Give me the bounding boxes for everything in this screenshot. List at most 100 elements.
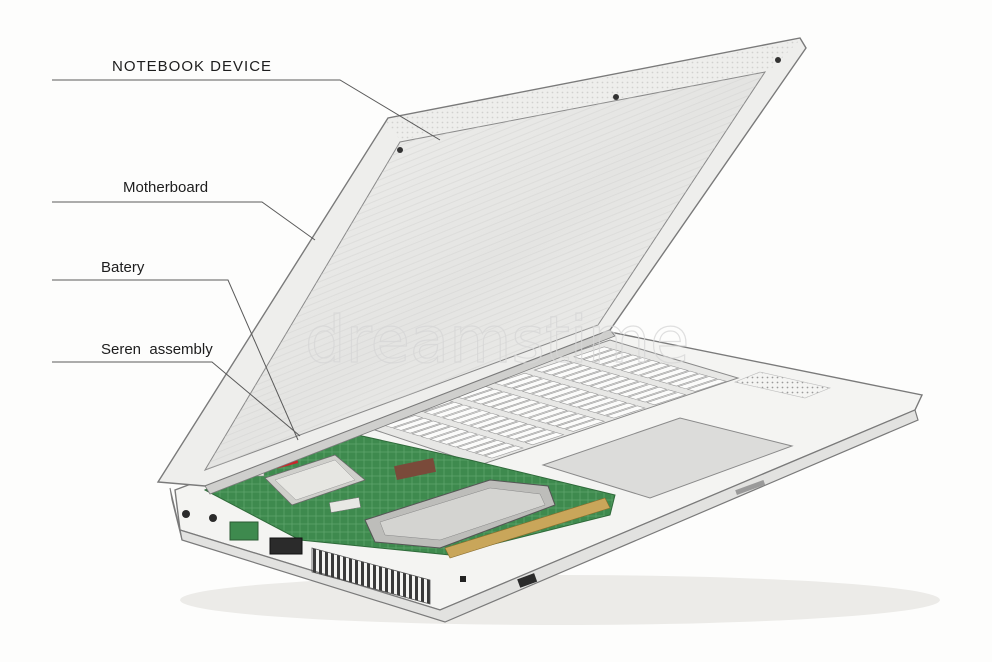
motherboard — [203, 429, 616, 559]
keyboard-key — [456, 437, 497, 451]
keyboard-key — [411, 423, 451, 437]
keyboard-key — [558, 391, 599, 405]
keyboard-key — [469, 415, 510, 429]
status-led — [460, 576, 466, 582]
keyboard-key — [617, 384, 659, 397]
keyboard-key — [530, 383, 571, 397]
keyboard-key — [472, 391, 513, 405]
keyboard-key — [577, 397, 618, 411]
keyboard-key — [533, 359, 574, 373]
keyboard-key — [451, 410, 491, 424]
keyboard-key — [561, 367, 602, 381]
keyboard-key — [465, 439, 506, 453]
keyboard-key — [636, 389, 678, 403]
keyboard-key — [491, 396, 531, 410]
keyboard-key — [573, 346, 613, 360]
keyboard-key — [401, 420, 442, 434]
keyboard-key — [429, 428, 469, 442]
keyboard-key — [383, 415, 424, 428]
keyboard-key — [629, 362, 670, 376]
mic-jack — [209, 514, 217, 522]
cooling-vent — [311, 547, 431, 605]
keyboard-key — [432, 404, 473, 418]
webcam-icon — [613, 94, 619, 100]
keyboard-key — [392, 417, 433, 431]
keyboard-key — [580, 373, 621, 387]
keyboard-key — [677, 376, 718, 390]
card-slot — [735, 479, 766, 495]
keyboard-key — [512, 378, 553, 392]
keyboard-key — [601, 354, 642, 368]
keyboard-key — [552, 365, 592, 378]
usb-port — [517, 573, 538, 588]
keyboard-key — [646, 392, 687, 406]
keyboard-key — [542, 362, 583, 376]
keyboard-key — [478, 418, 519, 432]
touchpad — [541, 417, 794, 499]
keyboard-key — [524, 432, 565, 446]
keyboard-key — [592, 351, 632, 365]
keyboard-key — [667, 373, 709, 387]
keyboard-key — [515, 429, 556, 443]
keyboard-key — [570, 370, 611, 384]
keyboard-key — [686, 378, 728, 392]
keyboard-key — [540, 386, 581, 400]
front-ports — [182, 479, 766, 605]
keyboard-key — [599, 378, 640, 392]
leader-screen — [52, 361, 301, 437]
ground-shadow — [180, 575, 940, 625]
keyboard-key — [496, 423, 537, 437]
keyboard-key — [493, 372, 534, 386]
keyboard-key — [586, 400, 628, 413]
keyboard-key — [527, 407, 568, 421]
keyboard-key — [648, 368, 690, 381]
keyboard-key — [500, 399, 541, 413]
keyboard-key — [509, 402, 550, 416]
audio-jack — [182, 510, 190, 518]
keyboard-key — [620, 360, 661, 373]
keyboard-key — [518, 405, 559, 419]
keyboard-key — [589, 375, 630, 389]
leader-notebook — [52, 79, 441, 141]
keyboard-key — [441, 407, 482, 421]
keyboard-key — [521, 381, 562, 394]
leader-motherboard — [52, 201, 316, 241]
keyboard-key — [481, 394, 522, 408]
keyboard-key — [483, 445, 524, 459]
keyboard-key — [537, 410, 578, 424]
keyboard-key — [564, 418, 606, 432]
speaker-grill — [733, 371, 832, 399]
label-notebook-device: NOTEBOOK DEVICE — [112, 58, 272, 75]
keyboard-key — [568, 394, 609, 408]
keyboard-key — [608, 381, 649, 395]
keyboard-key — [549, 389, 590, 403]
keyboard-key — [582, 349, 623, 363]
hdmi-port — [269, 537, 303, 555]
keyboard-key — [463, 388, 503, 402]
keyboard-key — [423, 401, 464, 415]
keyboard-key — [447, 434, 488, 448]
keyboard-key — [555, 416, 596, 430]
keyboard-key — [605, 405, 646, 419]
display-lid — [156, 37, 807, 487]
keyboard-key — [546, 413, 587, 427]
watermark: dreamstime — [305, 304, 689, 378]
keyboard-key — [596, 402, 637, 416]
keyboard-key — [658, 370, 699, 384]
label-motherboard: Motherboard — [123, 179, 208, 196]
label-screen-assembly: Seren assembly — [101, 341, 213, 358]
keyboard-key — [487, 421, 528, 435]
ethernet-port — [229, 521, 259, 541]
keyboard-key — [627, 386, 668, 400]
keyboard-key — [420, 426, 460, 440]
keyboard-key — [506, 426, 547, 440]
keyboard — [358, 339, 740, 466]
keyboard-key — [503, 375, 543, 389]
leader-battery — [52, 279, 299, 441]
hinge — [204, 329, 616, 495]
keyboard-key — [639, 365, 680, 379]
keyboard-key — [460, 412, 500, 426]
keyboard-key — [474, 442, 515, 456]
label-battery: Batery — [101, 259, 145, 276]
